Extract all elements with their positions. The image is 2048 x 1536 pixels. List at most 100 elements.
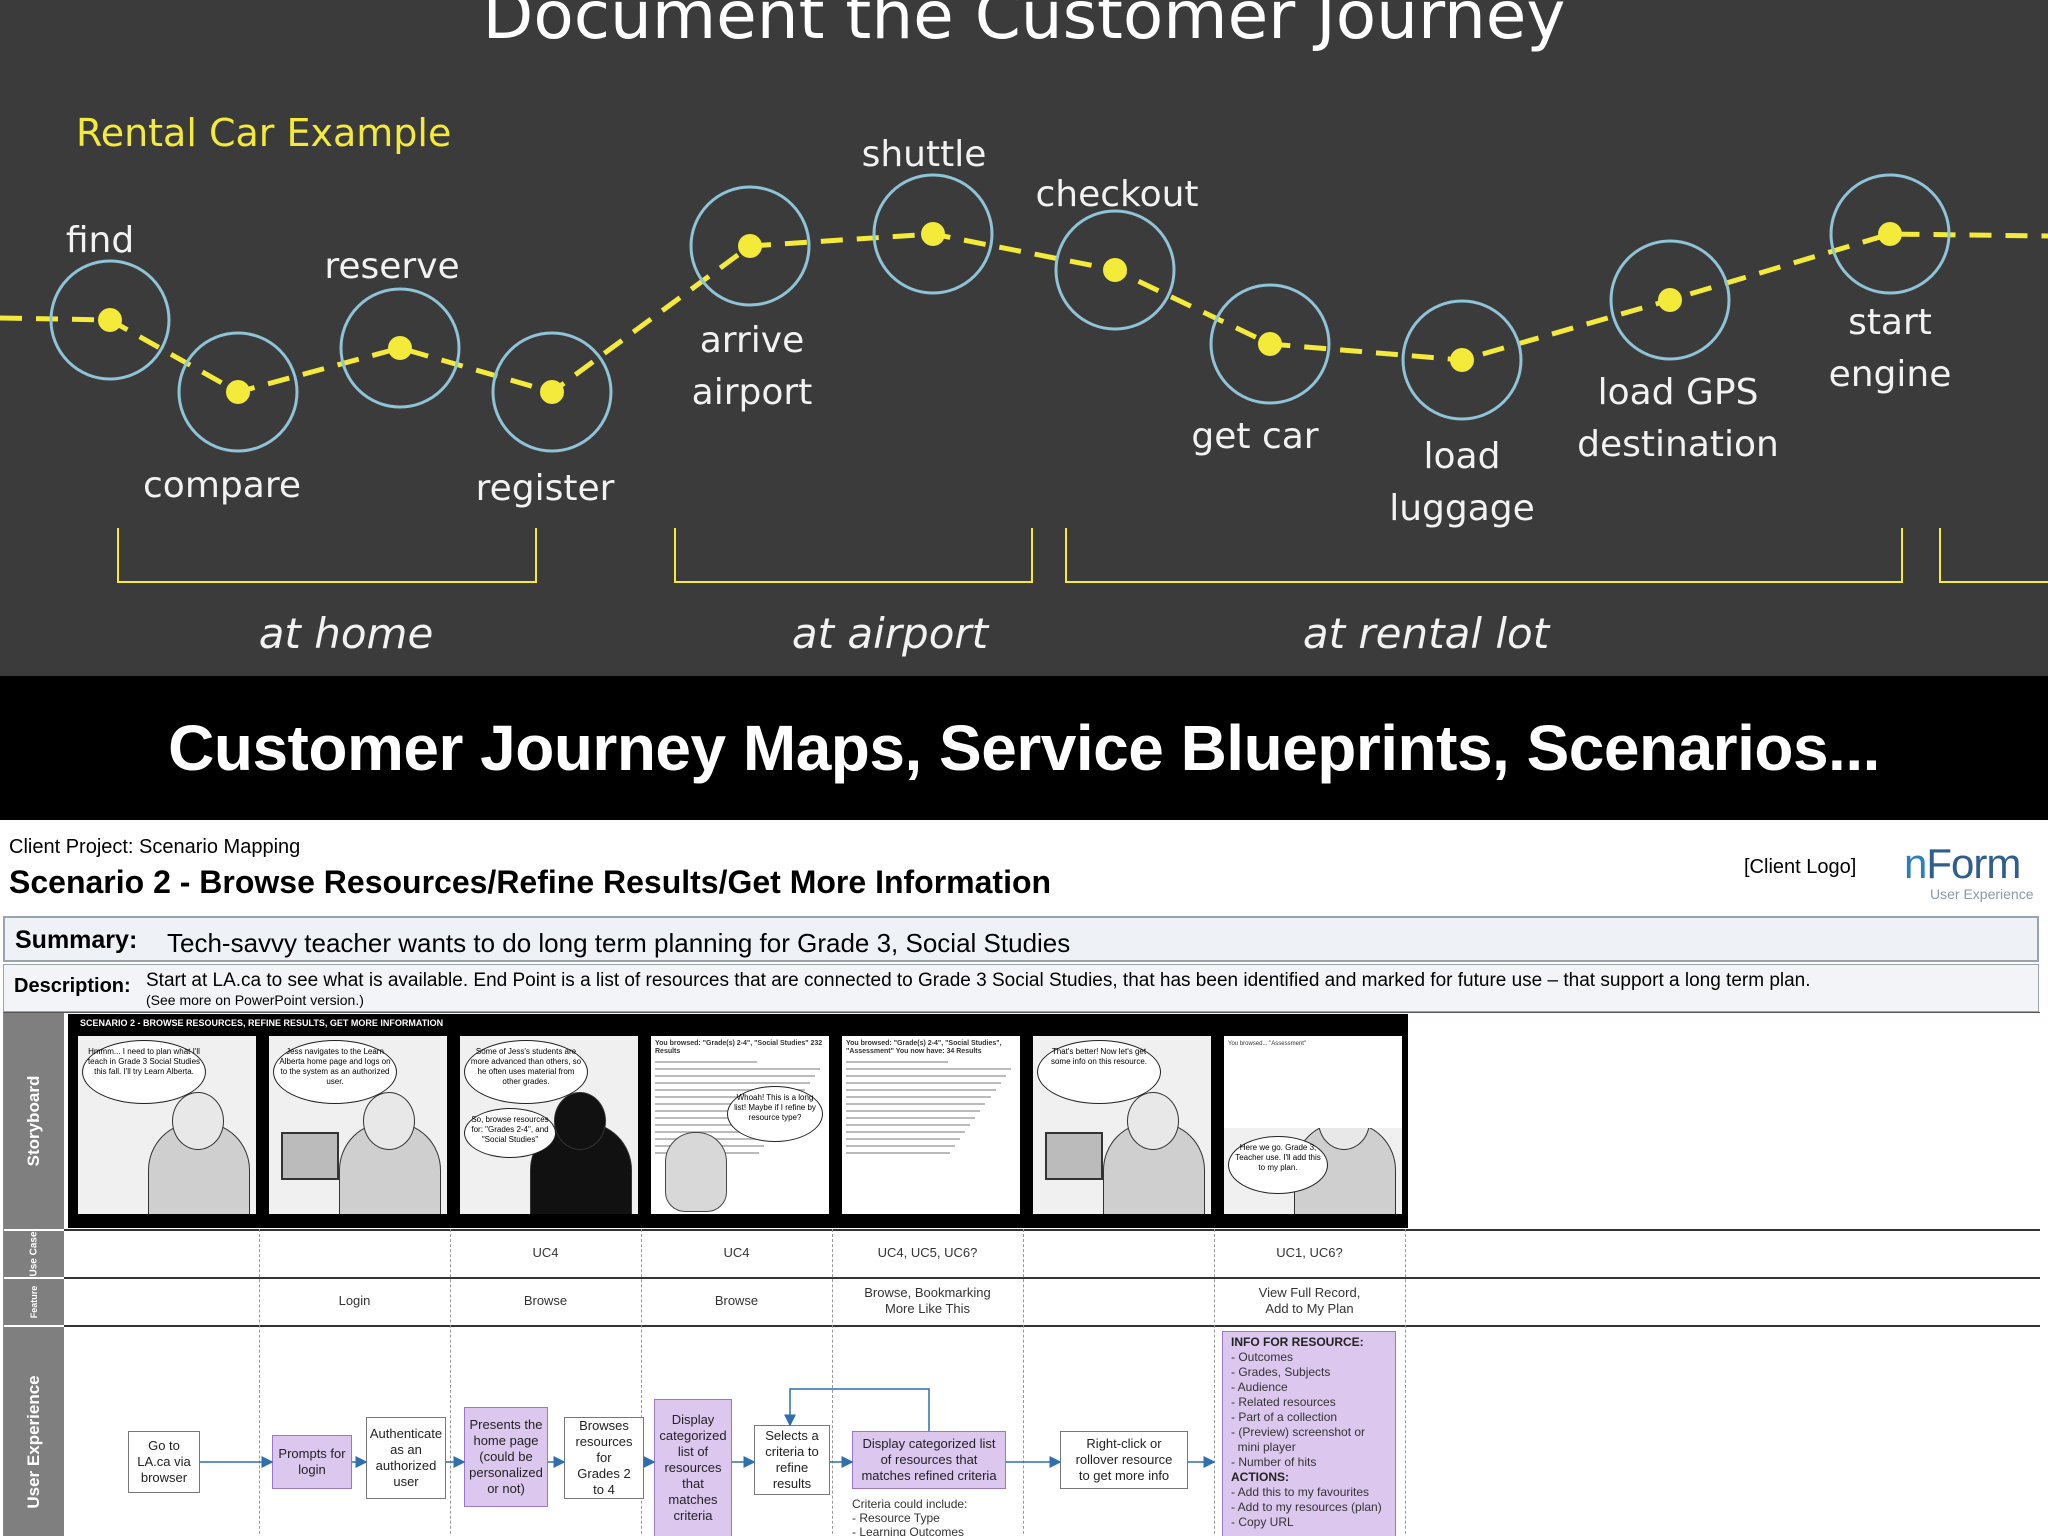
flow-step: Presents the home page (could be persona… [464, 1407, 548, 1507]
info-box-actions-title: ACTIONS: [1231, 1470, 1289, 1484]
screen-text-line [846, 1124, 971, 1126]
stage-label: arrive [700, 320, 804, 361]
stage-dot [98, 308, 122, 332]
screen-text-line [846, 1103, 986, 1105]
phase-bracket [117, 528, 537, 583]
phase-label: at airport [792, 609, 990, 658]
screen-mockup: You browsed: "Grade(s) 2-4", "Social Stu… [842, 1036, 1020, 1214]
use-case-cell: UC4 [723, 1245, 750, 1260]
feature-cell: Browse [714, 1293, 759, 1308]
info-box-item: mini player [1231, 1440, 1296, 1454]
screen-text-line [846, 1152, 950, 1154]
description-bar: Description: Start at LA.ca to see what … [3, 964, 2039, 1012]
screen-caption: You browsed: "Grade(s) 2-4", "Social Stu… [846, 1040, 1002, 1055]
character-head [554, 1092, 606, 1150]
summary-bar: Summary: Tech-savvy teacher wants to do … [3, 916, 2039, 962]
column-divider [1405, 1229, 1406, 1536]
screen-text-line [655, 1068, 820, 1070]
storyboard-panel: That's better! Now let's get some info o… [1033, 1036, 1211, 1214]
stage-circle [1401, 299, 1523, 421]
stage-label: luggage [1389, 488, 1535, 529]
info-box-action: - Copy URL [1231, 1515, 1294, 1529]
scenario-grid: Storyboard Use Case Feature User Experie… [3, 1012, 2040, 1536]
journey-diagram: Document the Customer Journey Rental Car… [0, 0, 2048, 658]
screen-text-line [846, 1061, 948, 1063]
use-case-cell: UC4 [532, 1245, 559, 1260]
banner-text: Customer Journey Maps, Service Blueprint… [168, 712, 1880, 784]
storyboard-header: SCENARIO 2 - BROWSE RESOURCES, REFINE RE… [80, 1018, 444, 1028]
stage-label: start [1848, 302, 1932, 343]
journey-stages: findcomparereserveregisterarriveairports… [49, 134, 1951, 529]
screen-text-line [655, 1110, 790, 1112]
storyboard-strip: SCENARIO 2 - BROWSE RESOURCES, REFINE RE… [68, 1014, 1408, 1228]
screen-text-line [655, 1089, 805, 1091]
speech-bubble: Whoah! This is a long list! Maybe if I r… [727, 1086, 823, 1142]
feature-cell: Browse [523, 1293, 568, 1308]
screen-text-line [655, 1131, 774, 1133]
screen-text-line [846, 1075, 1006, 1077]
stage-dot [1658, 288, 1682, 312]
flow-step: Right-click or rollover resource to get … [1060, 1431, 1188, 1489]
screen-text-line [655, 1082, 810, 1084]
stage-dot [738, 234, 762, 258]
info-box-item: - Related resources [1231, 1395, 1336, 1409]
summary-text: Tech-savvy teacher wants to do long term… [167, 928, 1071, 958]
row-divider [64, 1325, 2040, 1327]
stage-circle [177, 331, 299, 453]
scenario-document: Client Project: Scenario Mapping Scenari… [0, 820, 2048, 1536]
stage-circle [1609, 239, 1731, 361]
info-box-action: - Add this to my favourites [1231, 1485, 1370, 1499]
phase-bracket [1939, 528, 2048, 583]
speech-bubble: Some of Jess's students are more advance… [464, 1040, 588, 1104]
row-label-storyboard: Storyboard [4, 1013, 64, 1230]
column-divider [259, 1229, 260, 1536]
description-text: Start at LA.ca to see what is available.… [146, 970, 1811, 991]
stage-circle [1054, 209, 1176, 331]
character-head [172, 1092, 224, 1150]
info-box-item: - (Preview) screenshot or [1231, 1425, 1366, 1439]
screen-text-line [655, 1061, 757, 1063]
journey-dashed-line [0, 231, 2048, 395]
title-banner: Customer Journey Maps, Service Blueprint… [0, 676, 2048, 820]
column-divider [1214, 1229, 1215, 1536]
storyboard-panel: Some of Jess's students are more advance… [460, 1036, 638, 1214]
flow-step: Prompts for login [272, 1435, 352, 1489]
screen-text-line [846, 1138, 960, 1140]
slide-subtitle: Rental Car Example [76, 111, 451, 155]
stage-dot [388, 336, 412, 360]
storyboard-panel: You browsed: "Grade(s) 2-4", "Social Stu… [842, 1036, 1020, 1214]
character-illustration [665, 1132, 727, 1212]
row-label-feature-text: Feature [29, 1285, 39, 1319]
nform-tagline: User Experience [1930, 886, 2034, 902]
phase-label: at rental lot [1303, 609, 1551, 658]
phase-bracket [674, 528, 1033, 583]
stage-label: load [1424, 436, 1501, 477]
stage-circle [339, 287, 461, 409]
journey-slide: Document the Customer Journey Rental Car… [0, 0, 2048, 676]
stage-label: get car [1191, 416, 1318, 457]
screen-text-line [655, 1117, 785, 1119]
stage-label: destination [1577, 424, 1779, 465]
screen-text-line [846, 1068, 1011, 1070]
document-title: Scenario 2 - Browse Resources/Refine Res… [9, 864, 1052, 900]
screen-mockup: You browsed... "Assessment" [1224, 1036, 1402, 1128]
stage-circle [49, 259, 171, 381]
stage-circle [872, 173, 994, 295]
project-label: Client Project: Scenario Mapping [9, 836, 301, 858]
stage-dot [540, 380, 564, 404]
screen-text-line [846, 1096, 991, 1098]
stage-label: compare [143, 465, 301, 506]
screen-text-line [655, 1103, 795, 1105]
phase-label: at home [259, 609, 434, 658]
feature-cell: Login [338, 1293, 371, 1308]
stage-dot [226, 380, 250, 404]
stage-circle [689, 185, 811, 307]
resource-info-box: INFO FOR RESOURCE:- Outcomes- Grades, Su… [1222, 1331, 1396, 1536]
nform-logo-prefix: n [1904, 840, 1927, 887]
screen-text-line [846, 1082, 1001, 1084]
stage-label: reserve [324, 246, 459, 287]
use-case-cell: UC4, UC5, UC6? [877, 1245, 978, 1260]
screen-text-line [846, 1089, 996, 1091]
client-logo-placeholder: [Client Logo] [1744, 856, 1857, 878]
flow-step: Browses resources for Grades 2 to 4 [564, 1417, 644, 1499]
